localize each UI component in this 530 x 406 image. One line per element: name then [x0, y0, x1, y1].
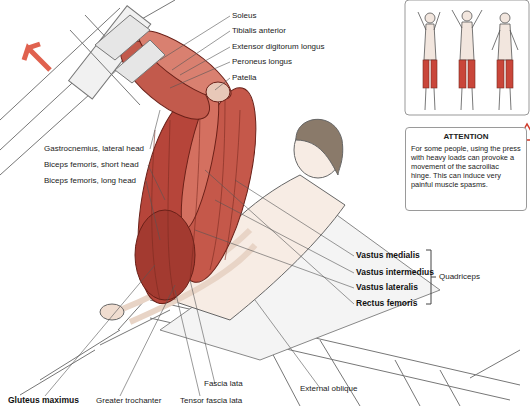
- bracket: [426, 250, 436, 304]
- note-heading: ATTENTION: [411, 132, 521, 141]
- muscle-label: Vastus medialis: [356, 251, 420, 260]
- muscle-label: Patella: [232, 73, 256, 82]
- note-text: For some people, using the press with he…: [411, 144, 521, 189]
- lower-legs: [95, 15, 239, 132]
- push-arrow: [24, 44, 50, 70]
- muscle-label: Rectus femoris: [356, 299, 417, 308]
- muscle-label: Gluteus maximus: [8, 396, 79, 405]
- note-box: ATTENTION For some people, using the pres…: [405, 127, 527, 211]
- muscle-label: Quadriceps: [439, 272, 480, 281]
- muscle-label: Biceps femoris, long head: [44, 176, 136, 185]
- muscle-label: Tibialis anterior: [232, 26, 286, 35]
- muscle-label: Tensor fascia lata: [180, 396, 242, 405]
- inset-figures: [405, 0, 529, 115]
- muscle-label: Fascia lata: [204, 379, 243, 388]
- muscle-label: Gastrocnemius, lateral head: [44, 144, 144, 153]
- muscle-label: Peroneus longus: [232, 57, 292, 66]
- muscle-label: Greater trochanter: [96, 396, 161, 405]
- muscle-label: Vastus intermedius: [356, 268, 434, 277]
- leader-lines: [45, 16, 354, 396]
- muscle-label: Soleus: [232, 11, 256, 20]
- muscle-label: External oblique: [300, 384, 357, 393]
- muscle-label: Biceps femoris, short head: [44, 160, 139, 169]
- muscle-label: Vastus lateralis: [356, 283, 418, 292]
- muscle-label: Extensor digitorum longus: [232, 42, 325, 51]
